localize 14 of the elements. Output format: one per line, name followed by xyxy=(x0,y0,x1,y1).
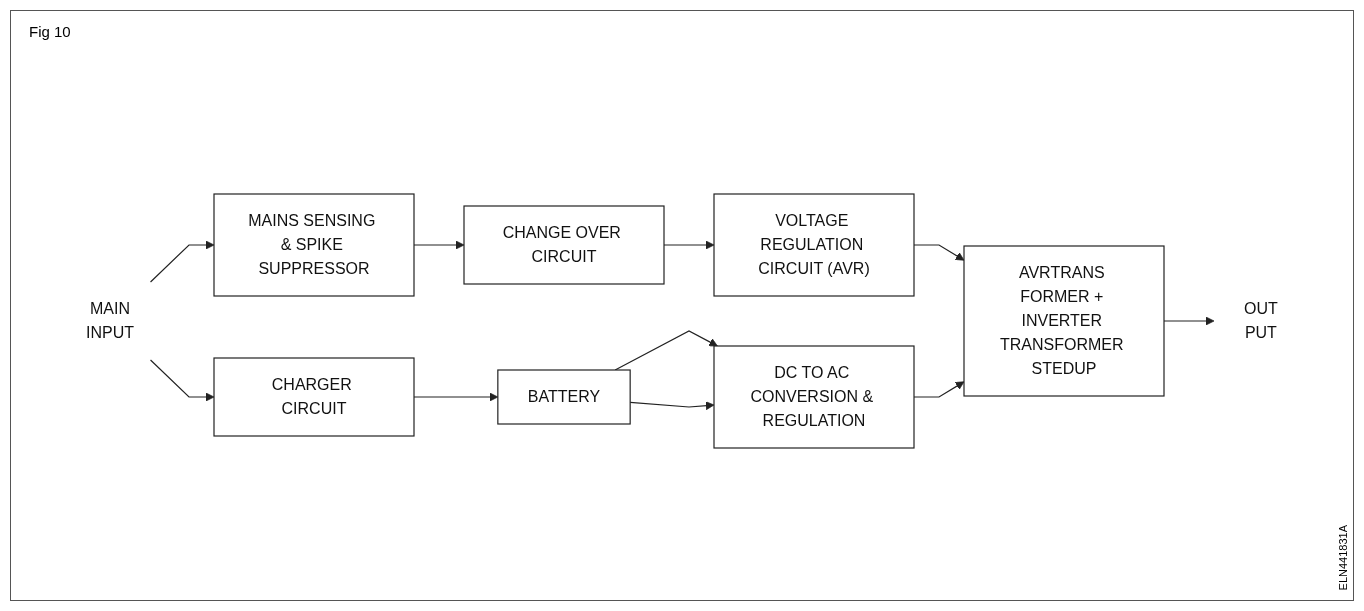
figure-code: ELN441831A xyxy=(1337,524,1349,590)
node-text: MAIN INPUT xyxy=(86,299,135,341)
node-box: BATTERY xyxy=(497,368,631,425)
arrow xyxy=(150,240,215,283)
node-box: DC TO AC CONVERSION & REGULATION xyxy=(713,344,915,449)
arrow xyxy=(150,358,215,401)
figure-title: Fig 10 xyxy=(29,23,71,40)
node-box: VOLTAGE REGULATION CIRCUIT (AVR) xyxy=(713,192,915,297)
arrow xyxy=(614,329,718,371)
node-text: OUT PUT xyxy=(1244,299,1278,341)
node-box: CHANGE OVER CIRCUIT xyxy=(463,204,665,285)
node-box: MAINS SENSING & SPIKE SUPPRESSOR xyxy=(213,192,415,297)
node-box: CHARGER CIRCUIT xyxy=(213,356,415,437)
node-box: AVRTRANS FORMER + INVERTER TRANSFORMER STEDUP xyxy=(963,244,1165,397)
